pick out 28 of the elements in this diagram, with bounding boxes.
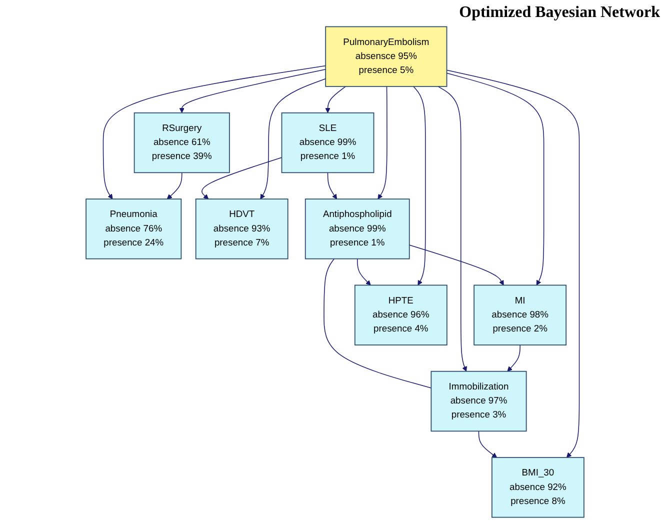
- arrow: [202, 157, 282, 200]
- node-box: Pneumonia absence 76% presence 24%: [86, 198, 182, 260]
- arrow: [438, 86, 467, 372]
- arrow: [446, 70, 580, 458]
- arrow: [478, 430, 498, 458]
- node-box: MI absence 98% presence 2%: [474, 284, 567, 346]
- arrow: [408, 244, 504, 286]
- arrow: [327, 172, 338, 200]
- node-box: Immobilization absence 97% presence 3%: [430, 370, 527, 432]
- node-box: BMI_30 absence 92% presence 8%: [492, 457, 584, 518]
- arrow: [378, 86, 388, 200]
- connector: [324, 258, 432, 388]
- arrow: [507, 344, 520, 372]
- arrow: [102, 65, 326, 200]
- arrow: [446, 72, 544, 286]
- node-box: RSurgery absence 61% presence 39%: [134, 112, 230, 174]
- arrow: [325, 86, 346, 114]
- node-box: SLE absence 99% presence 1%: [281, 112, 374, 174]
- arrow: [166, 172, 182, 200]
- node-box: PulmonaryEmbolism absensce 95% presence 5%: [325, 26, 448, 87]
- arrow: [260, 78, 326, 200]
- arrow: [413, 86, 426, 286]
- node-box: HPTE absence 96% presence 4%: [354, 284, 448, 346]
- node-box: HDVT absence 93% presence 7%: [195, 198, 288, 260]
- node-box: Antiphospholipid absence 99% presence 1%: [304, 198, 410, 260]
- arrow: [356, 258, 371, 286]
- arrow: [179, 68, 326, 114]
- diagram-title: Optimized Bayesian Network: [459, 3, 661, 22]
